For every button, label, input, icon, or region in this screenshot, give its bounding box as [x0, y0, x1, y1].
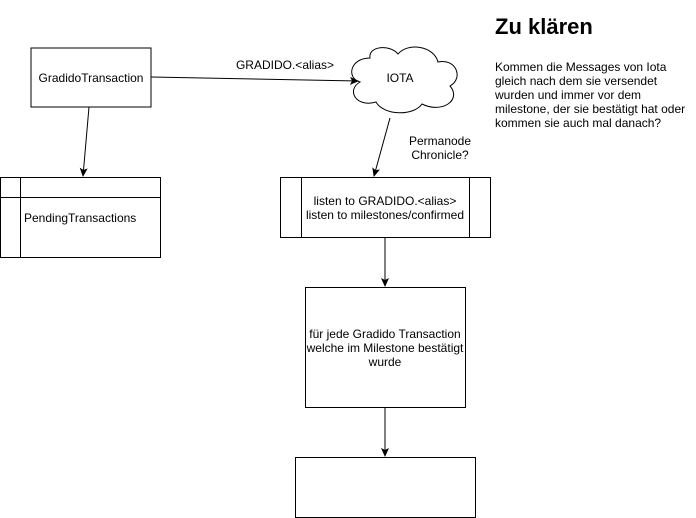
- edge-label-chronicle: Chronicle?: [411, 148, 469, 162]
- pending-transactions-label: PendingTransactions: [24, 211, 136, 225]
- for-each-transaction-node[interactable]: für jede Gradido Transaction welche im M…: [305, 287, 466, 408]
- edge-iota-to-listener: Permanode Chronicle?: [372, 117, 471, 177]
- iota-label: IOTA: [386, 71, 413, 85]
- listener-process-node[interactable]: listen to GRADIDO.<alias> listen to mile…: [280, 177, 491, 238]
- edge-gradido-to-pending: [79, 106, 90, 177]
- edge-label-permanode: Permanode: [409, 134, 471, 148]
- pending-transactions-node[interactable]: PendingTransactions: [0, 177, 161, 258]
- note-title: Zu klären: [495, 14, 593, 39]
- listener-line-2: listen to milestones/confirmed: [306, 208, 464, 222]
- edge-label-alias: GRADIDO.<alias>: [236, 58, 334, 72]
- for-each-line-1: für jede Gradido Transaction: [309, 327, 460, 341]
- gradido-transaction-node[interactable]: GradidoTransaction: [30, 47, 152, 108]
- gradido-transaction-label: GradidoTransaction: [39, 71, 144, 85]
- edge-gradido-to-iota: GRADIDO.<alias>: [150, 58, 359, 85]
- iota-cloud-node[interactable]: IOTA: [351, 46, 458, 114]
- for-each-line-3: wurde: [368, 355, 402, 369]
- empty-node[interactable]: [295, 457, 476, 518]
- for-each-line-2: welche im Milestone bestätigt: [306, 341, 464, 355]
- listener-line-1: listen to GRADIDO.<alias>: [314, 194, 457, 208]
- note-text: Kommen die Messages von Iota gleich nach…: [495, 60, 686, 130]
